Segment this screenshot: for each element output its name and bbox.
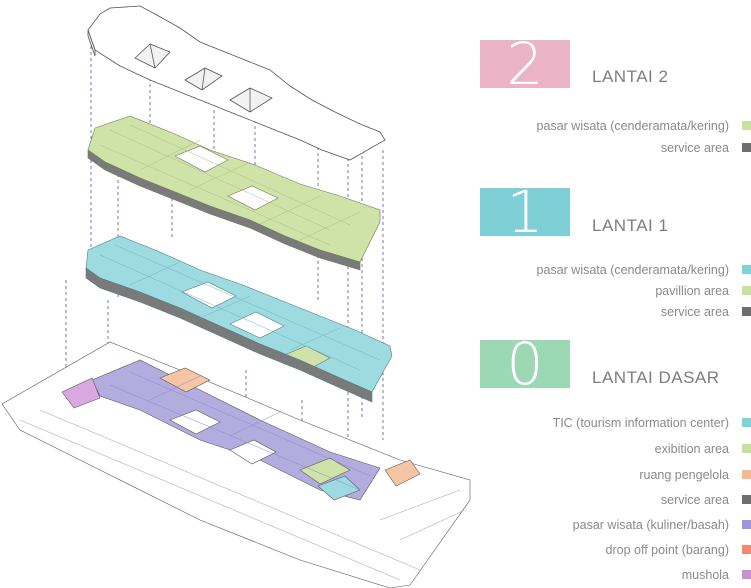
legend-item-label: service area	[660, 305, 729, 319]
legend-swatch	[742, 121, 751, 130]
legend-item: drop off point (barang)	[480, 542, 751, 558]
level-title: LANTAI 1	[592, 216, 669, 235]
legend-item: service area	[480, 140, 751, 156]
legend-item: mushola	[480, 567, 751, 583]
legend-item: pasar wisata (kuliner/basah)	[480, 517, 751, 533]
legend-item: pasar wisata (cenderamata/kering)	[480, 118, 751, 134]
legend-swatch	[742, 286, 751, 295]
level-number-badge: 0	[480, 335, 570, 393]
legend-level-1: 1 LANTAI 1 pasar wisata (cenderamata/ker…	[480, 183, 751, 328]
level-2-plan	[87, 115, 381, 271]
legend-swatch	[742, 520, 751, 529]
legend-swatch	[742, 470, 751, 479]
legend-item: exibition area	[480, 441, 751, 457]
legend-item: ruang pengelola	[480, 467, 751, 483]
legend-swatch	[742, 444, 751, 453]
legend-item-label: exibition area	[654, 442, 729, 456]
legend-level-2: 2 LANTAI 2 pasar wisata (cenderamata/ker…	[480, 35, 751, 160]
legend-item-label: pasar wisata (cenderamata/kering)	[536, 119, 729, 133]
level-title: LANTAI DASAR	[592, 368, 720, 387]
legend-item-label: pasar wisata (kuliner/basah)	[572, 518, 729, 532]
legend: 2 LANTAI 2 pasar wisata (cenderamata/ker…	[400, 0, 751, 588]
ground-level-plan	[1, 341, 471, 588]
legend-item-label: ruang pengelola	[639, 468, 729, 482]
legend-item-label: drop off point (barang)	[605, 543, 729, 557]
level-title: LANTAI 2	[592, 67, 669, 86]
legend-item-label: service area	[660, 141, 729, 155]
legend-item-label: service area	[660, 493, 729, 507]
legend-item: service area	[480, 492, 751, 508]
legend-item: pasar wisata (cenderamata/kering)	[480, 262, 751, 278]
level-number-badge: 1	[480, 183, 570, 241]
legend-swatch	[742, 143, 751, 152]
roof-level	[87, 5, 386, 161]
legend-swatch	[742, 545, 751, 554]
legend-item: pavillion area	[480, 283, 751, 299]
legend-level-0: 0 LANTAI DASAR TIC (tourism information …	[480, 335, 751, 588]
legend-swatch	[742, 570, 751, 579]
legend-swatch	[742, 495, 751, 504]
legend-item-label: pavillion area	[655, 284, 729, 298]
level-number-badge: 2	[480, 35, 570, 93]
legend-item-label: mushola	[681, 568, 729, 582]
legend-swatch	[742, 265, 751, 274]
legend-item-label: pasar wisata (cenderamata/kering)	[536, 263, 729, 277]
legend-item-label: TIC (tourism information center)	[552, 416, 729, 430]
legend-swatch	[742, 418, 751, 427]
legend-item: service area	[480, 304, 751, 320]
level-1-plan	[85, 235, 393, 403]
legend-swatch	[742, 307, 751, 316]
legend-item: TIC (tourism information center)	[480, 415, 751, 431]
